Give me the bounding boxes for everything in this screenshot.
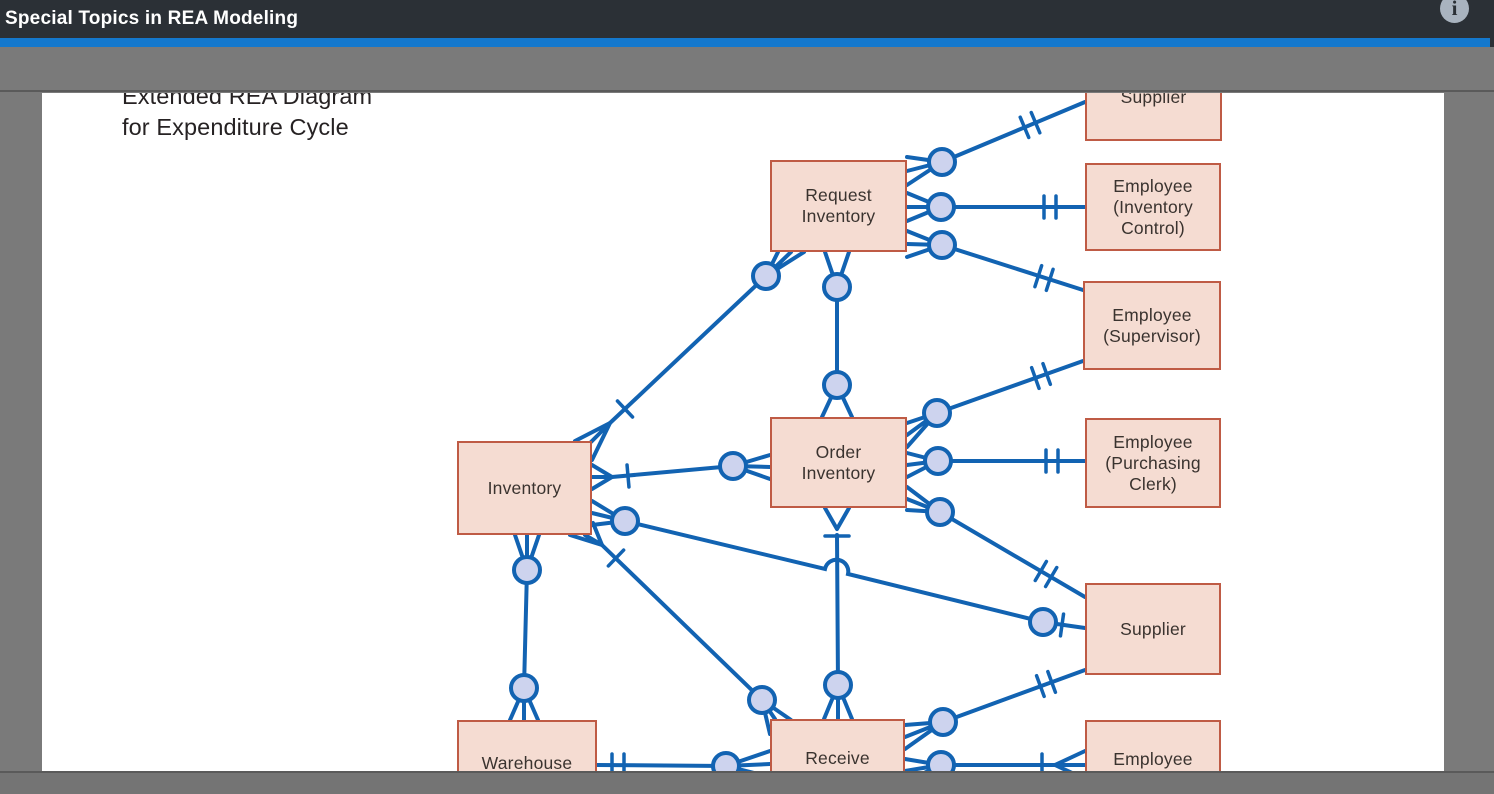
slide-canvas: Extended REA Diagram for Expenditure Cyc… — [42, 93, 1444, 771]
app-header: Special Topics in REA Modeling i — [0, 0, 1494, 38]
entity-supplier: Supplier — [1085, 583, 1221, 675]
slide-title-line1: Extended REA Diagram — [122, 93, 373, 109]
toolbar — [0, 47, 1494, 92]
entity-warehouse: Warehouse — [457, 720, 597, 771]
entity-inventory: Inventory — [457, 441, 592, 535]
entity-request-inventory: Request Inventory — [770, 160, 907, 252]
entity-receive: Receive — [770, 719, 905, 771]
cardinality-ticks — [606, 110, 1066, 771]
relationship-nodes — [509, 147, 1058, 771]
entity-employee-supervisor: Employee (Supervisor) — [1083, 281, 1221, 370]
slide-title: Extended REA Diagram for Expenditure Cyc… — [122, 93, 372, 143]
entity-employee-inventory-control: Employee (Inventory Control) — [1085, 163, 1221, 251]
entity-employee-receiving: Employee (Receiving — [1085, 720, 1221, 771]
info-icon[interactable]: i — [1440, 0, 1469, 23]
entity-employee-purchasing-clerk: Employee (Purchasing Clerk) — [1085, 418, 1221, 508]
header-right-edge — [1490, 0, 1494, 47]
bottom-bar — [0, 771, 1494, 794]
entity-supplier-top: Supplier — [1085, 93, 1222, 141]
accent-bar — [0, 38, 1494, 47]
slide-title-line2: for Expenditure Cycle — [122, 114, 349, 140]
entity-order-inventory: Order Inventory — [770, 417, 907, 508]
page-title: Special Topics in REA Modeling — [5, 8, 299, 29]
rea-diagram-connections — [508, 100, 1087, 771]
